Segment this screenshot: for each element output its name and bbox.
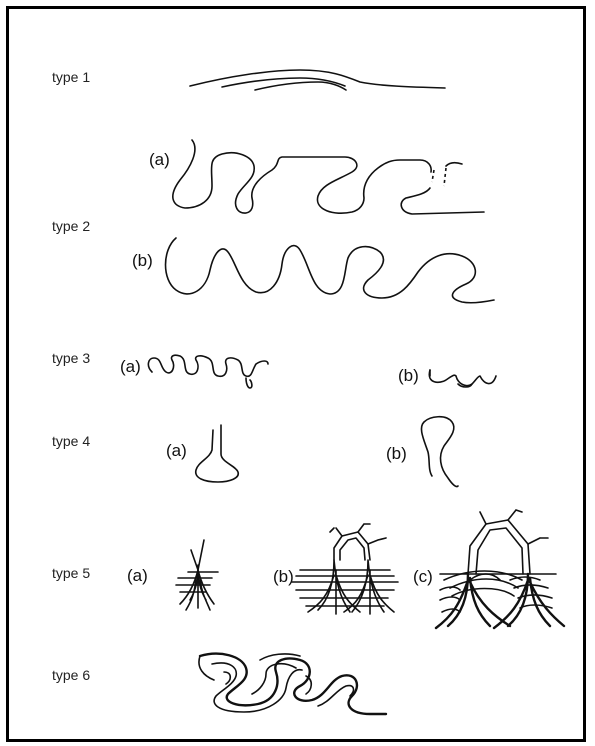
type-5c-drawing	[436, 510, 564, 628]
type-3a-drawing	[148, 355, 268, 388]
type-4a-drawing	[196, 425, 239, 482]
type-5b-drawing	[292, 524, 398, 614]
type-5a-drawing	[176, 540, 218, 610]
type-2b-drawing	[166, 238, 495, 303]
type-1-drawing	[190, 70, 445, 90]
type-3b-drawing	[429, 370, 496, 387]
type-4b-drawing	[421, 417, 458, 487]
type-6-drawing	[199, 654, 386, 714]
type-2a-drawing	[173, 140, 484, 214]
